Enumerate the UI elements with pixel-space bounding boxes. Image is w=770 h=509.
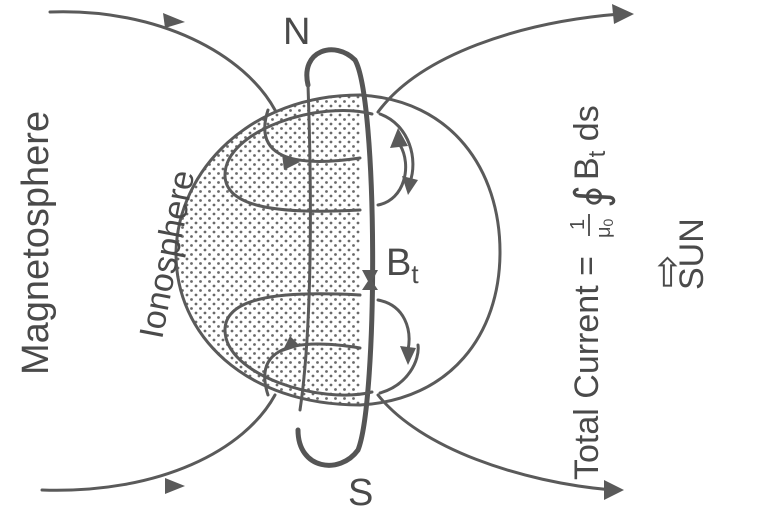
field-label: Bt: [386, 242, 419, 289]
field-arrow-down-2: [362, 270, 378, 285]
circulation-arrow-lower-2: [378, 343, 420, 395]
frac-denominator: μ0: [593, 218, 616, 238]
ionosphere-loop-lower-inner: [263, 342, 362, 397]
field-subscript: t: [411, 259, 419, 289]
ionosphere-loop-upper-inner: [263, 108, 362, 163]
field-line-bottom-left: [40, 393, 277, 492]
sun-label: SUN: [673, 218, 711, 290]
frac-numerator: 1: [567, 219, 589, 230]
magnetosphere-label: Magnetosphere: [15, 111, 57, 375]
arrow-head-top-right: [612, 4, 634, 24]
arrow-head-bottom-right: [604, 480, 624, 500]
field-line-top-left: [48, 10, 277, 112]
sphere-outline: [358, 93, 502, 407]
arrow-head-bottom-left: [165, 478, 185, 494]
sun-arrow-icon: ⇨: [645, 254, 689, 288]
arrow-head-circulation-upper: [390, 128, 408, 148]
arrow-head-top-left: [163, 13, 185, 28]
field-line-top-right: [376, 12, 622, 114]
ionosphere-loop-lower-outer: [223, 292, 374, 397]
total-current-equation: Total Current = 1 μ0 ∮ Bt ds: [567, 105, 616, 480]
ionosphere-loop-upper-outer: [223, 109, 374, 213]
arrow-head-circulation-lower: [400, 346, 416, 365]
circulation-arrow-upper: [376, 143, 408, 207]
circulation-arrow-upper-2: [378, 112, 415, 184]
south-label: S: [348, 472, 373, 509]
field-line-bottom-right: [376, 393, 614, 492]
arrow-head-circulation-upper-2: [402, 176, 418, 195]
current-prefix: Total Current =: [568, 256, 606, 480]
current-loop-inner: [298, 83, 312, 412]
north-label: N: [283, 11, 310, 53]
current-loop: [295, 47, 376, 468]
arrow-head-upper-loop: [282, 154, 300, 170]
arrow-head-lower-loop: [282, 336, 300, 352]
integral-body: Bt ds: [568, 105, 611, 180]
circulation-arrow-lower: [376, 298, 411, 352]
contour-integral-symbol: ∮: [567, 185, 616, 208]
ionosphere-shading: [175, 95, 360, 405]
